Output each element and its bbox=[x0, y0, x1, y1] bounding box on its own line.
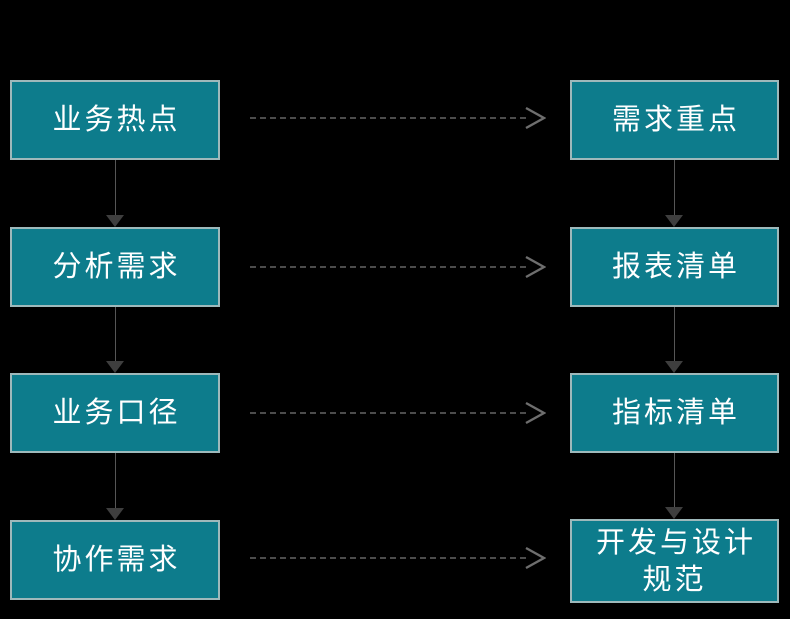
down-arrow-stem bbox=[114, 307, 116, 361]
down-arrow-stem bbox=[114, 160, 116, 215]
box-label-analyze-requirements: 分析需求 bbox=[52, 249, 181, 284]
down-arrow-right-1 bbox=[665, 160, 683, 227]
down-arrowhead-icon bbox=[665, 507, 683, 519]
dashed-arrow-row-4 bbox=[250, 546, 546, 570]
flow-box-analyze-requirements: 分析需求 bbox=[10, 227, 220, 307]
dashed-arrow-row-3 bbox=[250, 401, 546, 425]
dashed-arrow-row-2 bbox=[250, 255, 546, 279]
down-arrow-stem bbox=[673, 307, 675, 361]
down-arrowhead-icon bbox=[106, 215, 124, 227]
down-arrowhead-icon bbox=[665, 215, 683, 227]
box-label-requirement-focus: 需求重点 bbox=[611, 102, 740, 137]
box-label-dev-design-spec: 开发与设计 规范 bbox=[595, 524, 756, 596]
flow-box-business-hotspots: 业务热点 bbox=[10, 80, 220, 160]
down-arrow-left-3 bbox=[106, 453, 124, 520]
down-arrow-right-2 bbox=[665, 307, 683, 373]
down-arrow-left-2 bbox=[106, 307, 124, 373]
flow-box-dev-design-spec: 开发与设计 规范 bbox=[570, 519, 779, 603]
box-label-collaboration-requirements: 协作需求 bbox=[52, 542, 181, 577]
box-label-report-list: 报表清单 bbox=[611, 249, 740, 284]
down-arrow-stem bbox=[673, 453, 675, 507]
down-arrow-right-3 bbox=[665, 453, 683, 519]
down-arrowhead-icon bbox=[106, 508, 124, 520]
dashed-arrow-row-1 bbox=[250, 106, 546, 130]
box-label-indicator-list: 指标清单 bbox=[611, 395, 740, 430]
flow-box-business-caliber: 业务口径 bbox=[10, 373, 220, 453]
down-arrowhead-icon bbox=[665, 361, 683, 373]
box-label-business-hotspots: 业务热点 bbox=[52, 102, 181, 137]
down-arrow-stem bbox=[114, 453, 116, 508]
flow-box-report-list: 报表清单 bbox=[570, 227, 779, 307]
box-label-business-caliber: 业务口径 bbox=[52, 395, 181, 430]
flow-box-requirement-focus: 需求重点 bbox=[570, 80, 779, 160]
flow-box-collaboration-requirements: 协作需求 bbox=[10, 520, 220, 600]
down-arrowhead-icon bbox=[106, 361, 124, 373]
down-arrow-left-1 bbox=[106, 160, 124, 227]
down-arrow-stem bbox=[673, 160, 675, 215]
flow-box-indicator-list: 指标清单 bbox=[570, 373, 779, 453]
